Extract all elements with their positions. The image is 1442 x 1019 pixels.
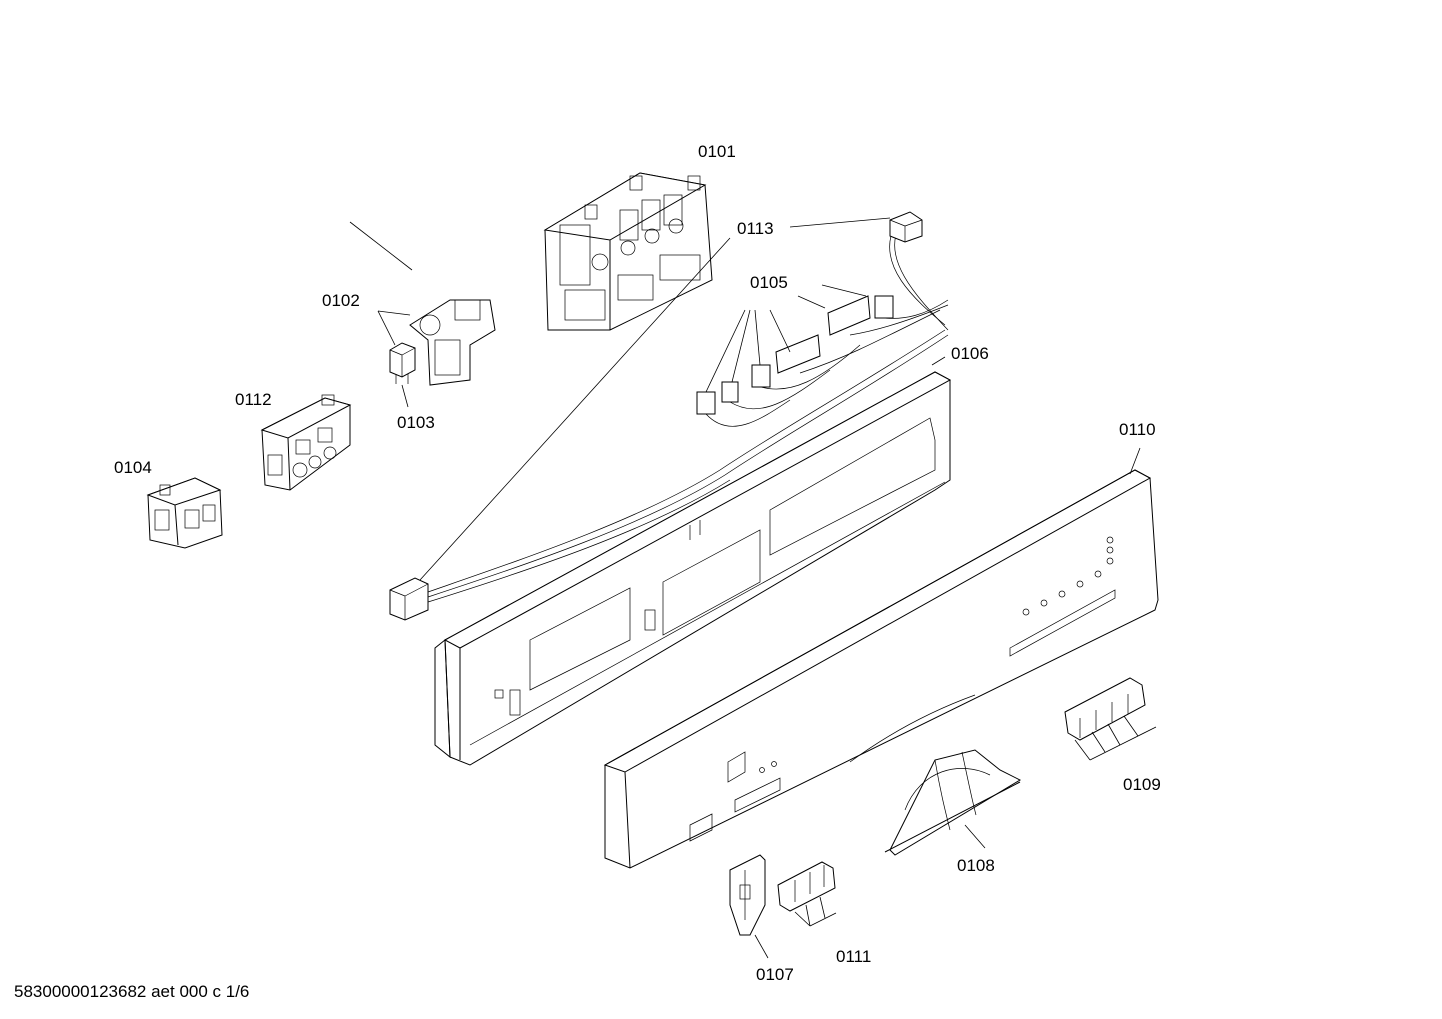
label-0109: 0109 xyxy=(1123,775,1161,794)
part-0110-fascia-panel xyxy=(603,469,1159,869)
label-0110: 0110 xyxy=(1119,420,1156,439)
part-0109-button-set xyxy=(1064,677,1146,741)
part-0113-wiring-harness xyxy=(389,211,949,621)
label-0106: 0106 xyxy=(951,344,989,363)
part-0107-bracket xyxy=(729,854,766,936)
label-0107: 0107 xyxy=(756,965,794,984)
document-footer: 58300000123682 aet 000 c 1/6 xyxy=(14,982,249,1001)
label-0101: 0101 xyxy=(698,142,736,161)
part-0102-drive-unit xyxy=(409,299,496,386)
part-0105-connectors xyxy=(696,295,949,427)
label-0104: 0104 xyxy=(114,458,152,477)
part-0101-control-module xyxy=(543,172,713,331)
part-0104-switch-block xyxy=(146,477,223,549)
label-0105: 0105 xyxy=(750,273,788,292)
part-0108-door-handle xyxy=(884,749,1022,856)
part-0103-relay xyxy=(389,342,416,384)
leader-lines xyxy=(349,217,1157,959)
label-0112: 0112 xyxy=(235,390,272,409)
part-0112-control-board xyxy=(260,394,352,491)
part-0106-panel-frame xyxy=(434,371,952,766)
label-0102: 0102 xyxy=(322,291,360,310)
label-0111: 0111 xyxy=(836,947,871,966)
label-0113: 0113 xyxy=(737,219,774,238)
part-0111-button-set xyxy=(777,861,836,912)
label-0103: 0103 xyxy=(397,413,435,432)
label-0108: 0108 xyxy=(957,856,995,875)
